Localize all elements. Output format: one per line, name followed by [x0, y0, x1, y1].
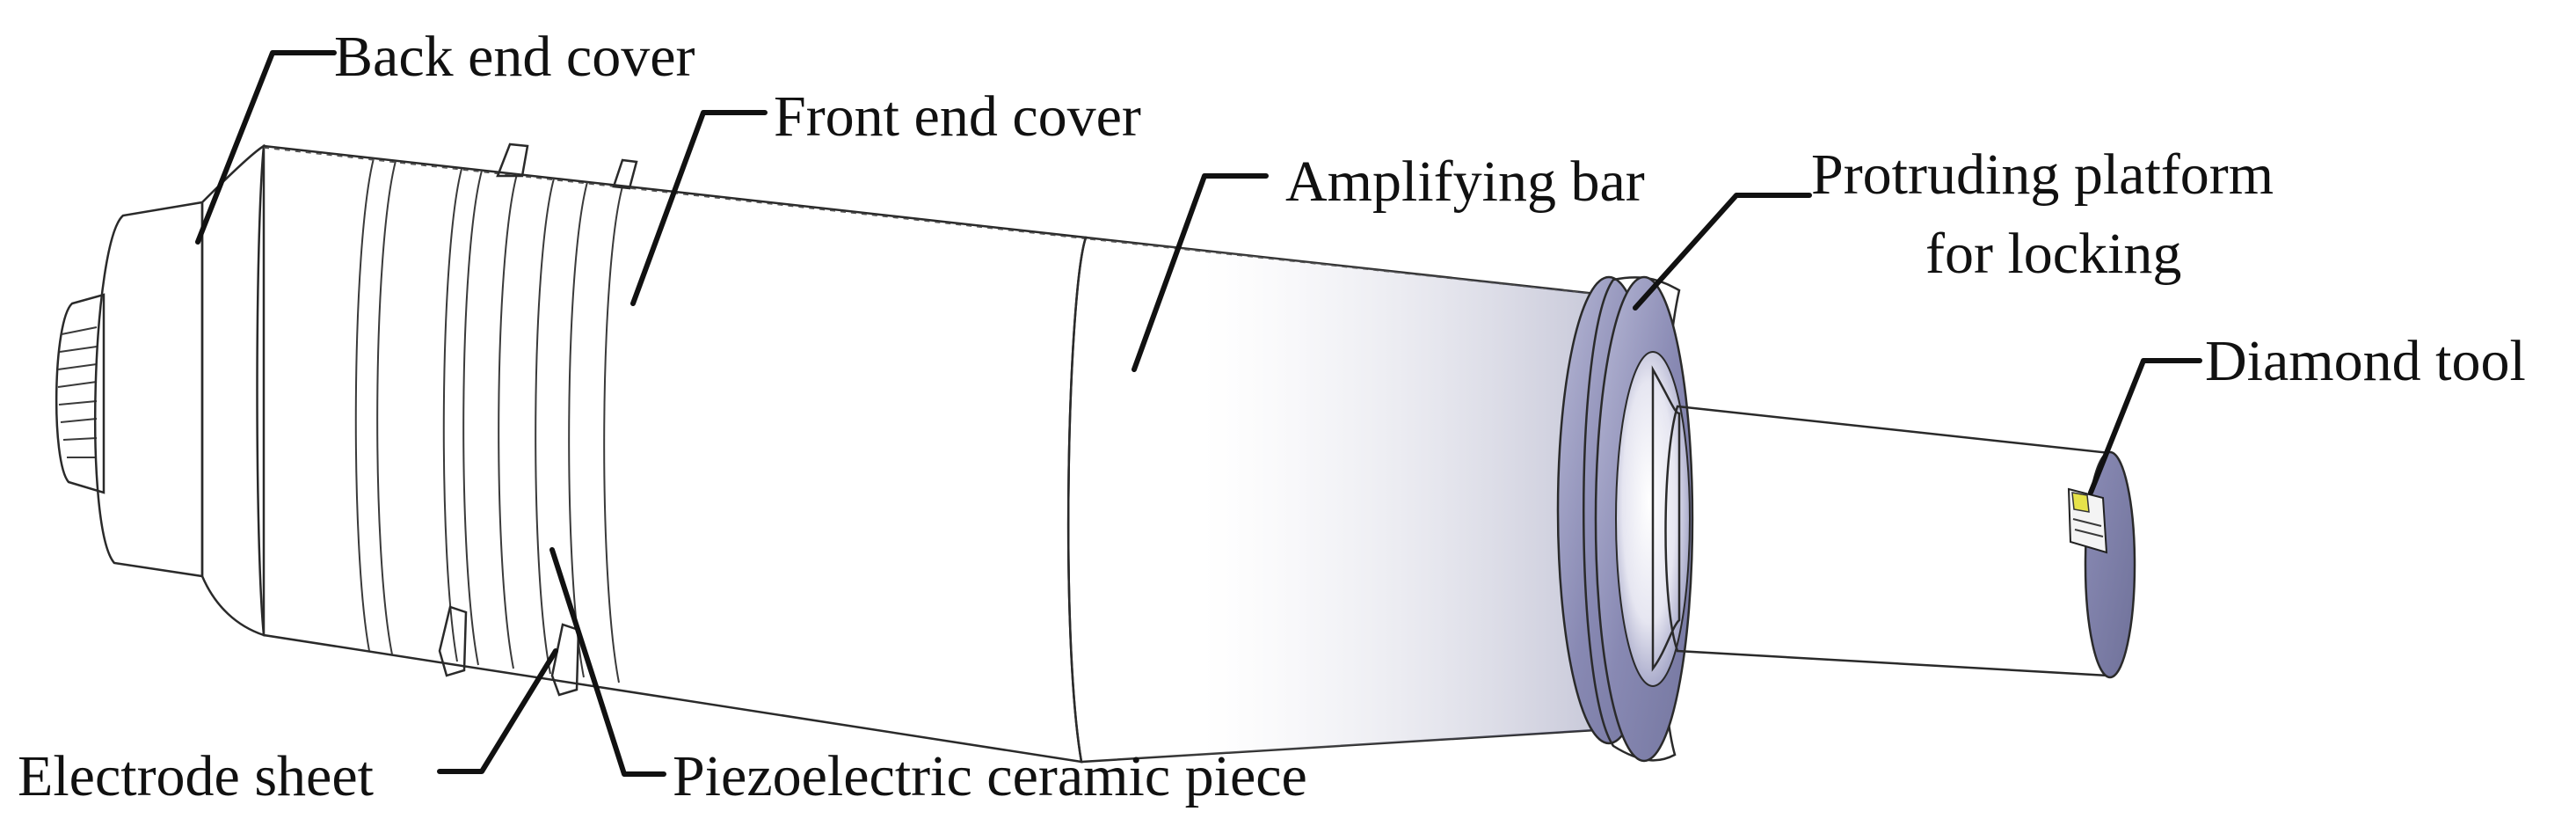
flange — [1556, 275, 1694, 763]
ring-line-6 — [535, 178, 555, 675]
leader-protruding-platform — [1633, 193, 1812, 311]
shaft-neck — [1651, 365, 1681, 672]
label-protruding-platform-line2: for locking — [1925, 222, 2181, 286]
label-electrode-sheet: Electrode sheet — [18, 744, 374, 808]
diamond-tool-insert — [2067, 487, 2108, 554]
electrode-tab-bottom-1 — [438, 605, 468, 677]
electrode-sheets — [438, 143, 638, 697]
leader-front-end-cover — [630, 110, 768, 306]
tool-shaft — [1651, 365, 2136, 679]
back-nub — [55, 293, 106, 494]
label-diamond-tool: Diamond tool — [2205, 329, 2526, 393]
label-piezoelectric-ceramic-piece: Piezoelectric ceramic piece — [673, 744, 1307, 808]
ring-line-5 — [498, 173, 518, 669]
labels: Back end cover Front end cover Amplifyin… — [18, 25, 2526, 808]
tool-tip — [2071, 492, 2090, 513]
transducer-body — [55, 143, 1091, 764]
amplifying-bar-shape — [1066, 236, 1610, 764]
ring-line-2 — [376, 160, 397, 655]
electrode-tab-top-2 — [612, 158, 638, 190]
amplifying-bar-tint — [1068, 238, 1605, 762]
electrode-tab-top-1 — [496, 143, 529, 178]
leader-amplifying-bar — [1132, 173, 1269, 372]
ring-line-4 — [462, 170, 483, 666]
ring-line-8 — [603, 186, 623, 683]
shaft-body — [1664, 405, 2112, 677]
leader-electrode-sheet — [437, 648, 558, 774]
leader-back-end-cover — [195, 50, 337, 245]
tool-holder-detail — [2072, 518, 2104, 537]
back-boss — [93, 201, 204, 578]
main-cylinder — [256, 144, 1088, 764]
label-amplifying-bar: Amplifying bar — [1285, 150, 1645, 214]
label-back-end-cover: Back end cover — [334, 25, 695, 89]
leader-diamond-tool — [2088, 358, 2202, 495]
ring-line-3 — [442, 168, 462, 662]
back-nub-threads — [57, 326, 98, 458]
flange-ring — [1583, 276, 1681, 762]
leader-lines — [195, 50, 2202, 777]
leader-piezoelectric-ceramic — [549, 547, 666, 777]
top-silhouette-dashed — [263, 147, 1091, 240]
label-front-end-cover: Front end cover — [774, 84, 1141, 149]
ring-line-1 — [354, 157, 375, 652]
label-protruding-platform-line1: Protruding platform — [1811, 143, 2274, 207]
back-end-cover — [200, 143, 266, 637]
